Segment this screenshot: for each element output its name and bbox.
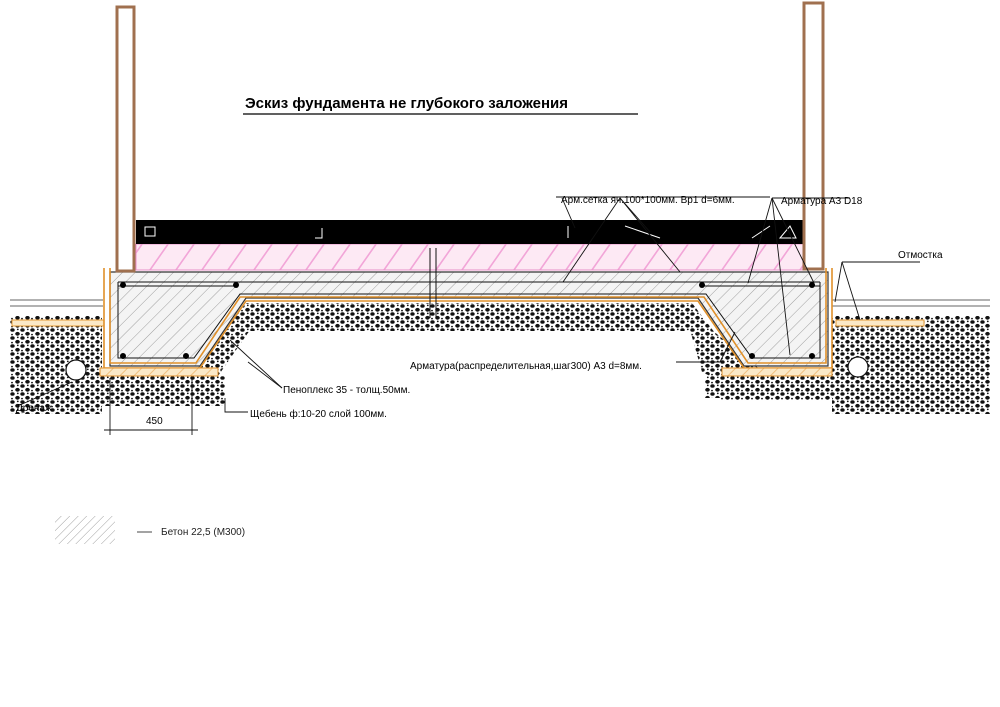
label-mesh: Арм.сетка яч.100*100мм. Вр1 d=6мм. bbox=[561, 195, 735, 206]
rebar-dots bbox=[120, 282, 815, 359]
leader-lines bbox=[19, 196, 920, 413]
label-blind-area: Отмостка bbox=[898, 250, 943, 261]
pink-insulation bbox=[135, 243, 809, 271]
penoplex-strip-right bbox=[721, 367, 833, 377]
label-rebar-main: Арматура А3 D18 bbox=[781, 196, 863, 207]
label-gravel: Щебень ф:10-20 слой 100мм. bbox=[250, 408, 387, 420]
concrete-foundation bbox=[109, 271, 829, 367]
legend: Бетон 22,5 (М300) bbox=[55, 516, 245, 544]
drainage-pipe-icon bbox=[65, 356, 869, 381]
label-drainage: Дренаж bbox=[16, 403, 52, 414]
dimension-450: 450 bbox=[146, 416, 163, 427]
legend-concrete-label: Бетон 22,5 (М300) bbox=[161, 527, 245, 538]
label-rebar-distrib: Арматура(распределительная,шаг300) А3 d=… bbox=[410, 361, 642, 372]
wall-left bbox=[115, 5, 136, 273]
ground-surface bbox=[10, 299, 990, 307]
wall-right bbox=[802, 1, 825, 271]
penoplex-strip-left bbox=[99, 367, 219, 377]
slab-symbols bbox=[144, 225, 797, 239]
legend-concrete-swatch bbox=[55, 516, 115, 544]
rebar bbox=[117, 281, 821, 359]
vertical-pipe bbox=[429, 248, 437, 318]
label-penoplex: Пеноплекс 35 - толщ.50мм. bbox=[283, 385, 410, 396]
floor-slab bbox=[136, 220, 808, 244]
dimension-line bbox=[104, 378, 198, 435]
drawing-title: Эскиз фундамента не глубокого заложения bbox=[245, 95, 568, 112]
